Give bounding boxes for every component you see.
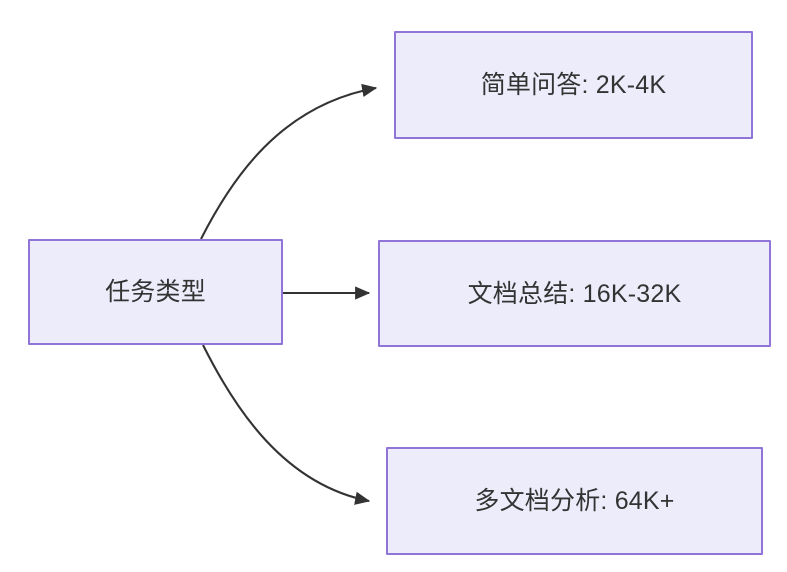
node-multi-doc-label: 多文档分析: 64K+ [474,487,675,515]
node-multi-doc[interactable]: 多文档分析: 64K+ [386,447,763,555]
node-simple-qa[interactable]: 简单问答: 2K-4K [394,31,753,139]
node-task-type[interactable]: 任务类型 [28,239,283,345]
node-task-type-label: 任务类型 [105,278,206,306]
node-doc-summary-label: 文档总结: 16K-32K [467,279,682,308]
edge-root-to-simple-qa [200,83,378,240]
node-doc-summary[interactable]: 文档总结: 16K-32K [378,240,771,347]
node-simple-qa-label: 简单问答: 2K-4K [480,71,667,99]
edge-root-to-multi-doc [202,344,371,505]
